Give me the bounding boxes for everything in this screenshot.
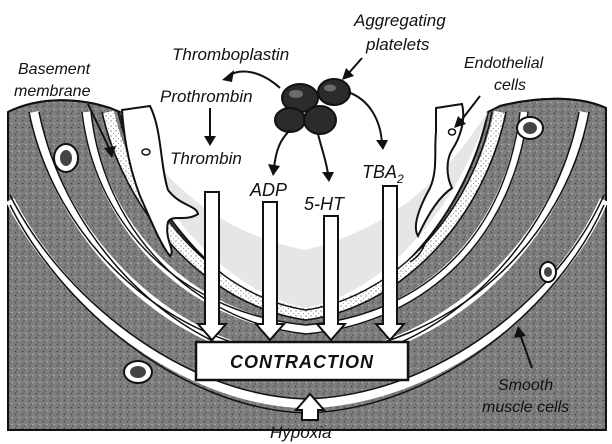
- thromboplastin-label: Thromboplastin: [172, 45, 289, 64]
- muscle-nucleus-core: [60, 150, 72, 166]
- endothelial-nucleus-right: [449, 129, 456, 135]
- adp-arrow: [274, 130, 290, 168]
- serotonin-label: 5-HT: [304, 194, 346, 214]
- platelet: [275, 108, 305, 132]
- serotonin-arrow: [318, 134, 328, 174]
- platelet: [318, 79, 350, 105]
- endothelial-label-line2: cells: [494, 77, 526, 94]
- muscle-nucleus-core: [523, 122, 537, 134]
- tba-subscript: 2: [396, 172, 404, 186]
- adp-arrowhead: [268, 164, 280, 176]
- platelet-highlight: [324, 85, 336, 92]
- tba-arrow: [348, 92, 382, 142]
- aggregating-pointer: [348, 58, 362, 74]
- thromboplastin-arrowhead: [222, 70, 234, 82]
- tba-arrowhead: [376, 140, 388, 150]
- platelet: [304, 106, 336, 134]
- adp-label: ADP: [249, 180, 287, 200]
- tba-label: TBA2: [362, 162, 404, 186]
- serotonin-arrowhead: [322, 172, 334, 182]
- platelet-highlight: [289, 90, 303, 98]
- smooth-muscle-label-line2: muscle cells: [482, 399, 569, 416]
- smooth-muscle-label-line1: Smooth: [498, 377, 553, 394]
- basement-label-line2: membrane: [14, 83, 91, 100]
- prothrombin-arrowhead: [204, 136, 216, 146]
- thromboplastin-arrow: [228, 72, 280, 88]
- endothelial-nucleus-left: [142, 149, 150, 155]
- endothelial-label-line1: Endothelial: [464, 55, 544, 72]
- basement-label-line1: Basement: [18, 61, 91, 78]
- hypoxia-label: Hypoxia: [270, 423, 331, 442]
- aggregating-label-line1: Aggregating: [353, 11, 446, 30]
- aggregating-label-line2: platelets: [365, 35, 430, 54]
- muscle-nucleus-core: [544, 267, 552, 277]
- prothrombin-label: Prothrombin: [160, 87, 253, 106]
- thrombin-label: Thrombin: [170, 149, 242, 168]
- muscle-nucleus-core: [130, 366, 146, 378]
- contraction-label: CONTRACTION: [230, 352, 374, 372]
- aggregating-platelets: [275, 79, 350, 134]
